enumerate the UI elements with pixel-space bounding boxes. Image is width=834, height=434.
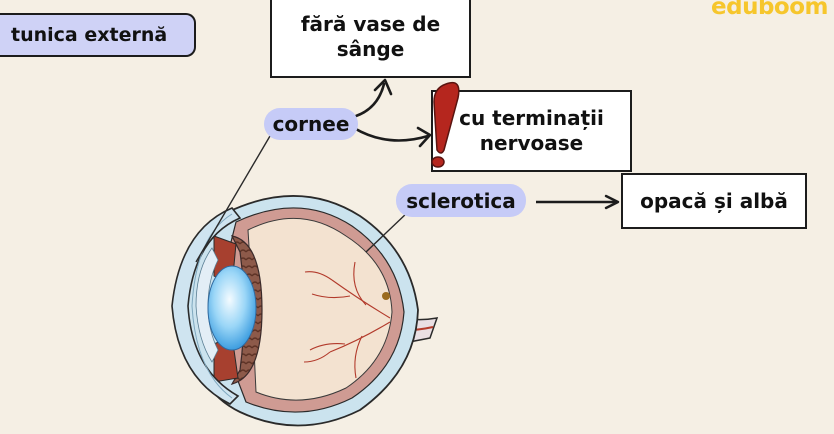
section-title: tunica externă	[0, 13, 196, 57]
fact-card-nerve-endings: cu terminații nervoase	[431, 90, 632, 172]
cornee-pointer-line	[195, 135, 271, 263]
cornea	[171, 207, 242, 405]
fact-card-opaque-white: opacă și albă	[621, 173, 807, 229]
fact-blood-line1: fără vase de	[300, 12, 441, 36]
eduboom-logo: eduboom	[711, 0, 828, 20]
lens	[207, 265, 257, 351]
arrow-to-blood	[354, 82, 386, 118]
fact-blood-line2: sânge	[336, 37, 405, 61]
fact-nerves-line2: nervoase	[479, 131, 584, 155]
label-sclerotica: sclerotica	[396, 184, 526, 217]
fact-opaque-text: opacă și albă	[640, 188, 788, 213]
label-cornee: cornee	[264, 108, 358, 140]
sclerotica-pointer-line	[365, 211, 409, 253]
fact-nerves-line1: cu terminații	[459, 106, 604, 130]
arrow-to-nerves	[352, 126, 430, 142]
fact-card-no-blood-vessels: fără vase de sânge	[270, 0, 471, 78]
